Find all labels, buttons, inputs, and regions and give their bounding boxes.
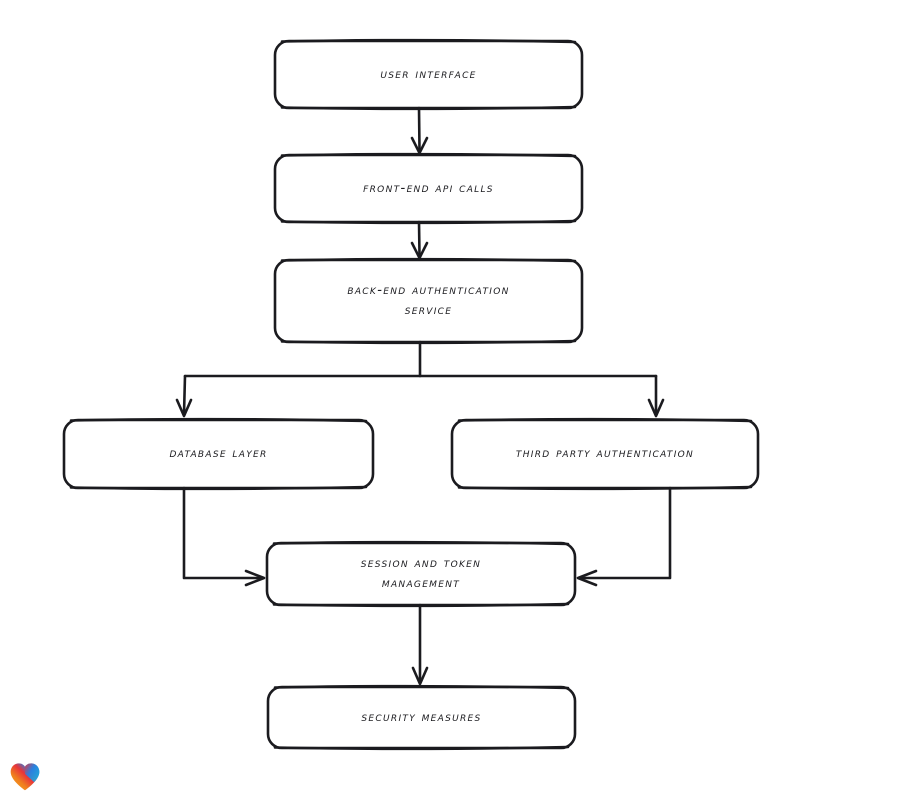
heart-icon (10, 763, 40, 791)
edge-database-to-session (182, 486, 266, 587)
edge-session-to-security (411, 603, 429, 686)
node-box-user-interface (273, 38, 584, 111)
edge-backend-to-database (175, 374, 193, 418)
edge-api-to-backend (410, 220, 429, 260)
node-box-backend-auth-service (273, 257, 584, 345)
edge-thirdparty-to-session (576, 486, 672, 587)
node-box-session-token-mgmt (265, 540, 577, 608)
node-box-database-layer (62, 417, 375, 491)
edge-backend-fork (183, 340, 658, 378)
node-box-security-measures (266, 684, 577, 751)
edge-ui-to-api (410, 106, 429, 155)
edge-backend-to-thirdparty (647, 374, 665, 418)
node-box-third-party-auth (450, 417, 760, 491)
node-box-frontend-api-calls (273, 152, 584, 225)
